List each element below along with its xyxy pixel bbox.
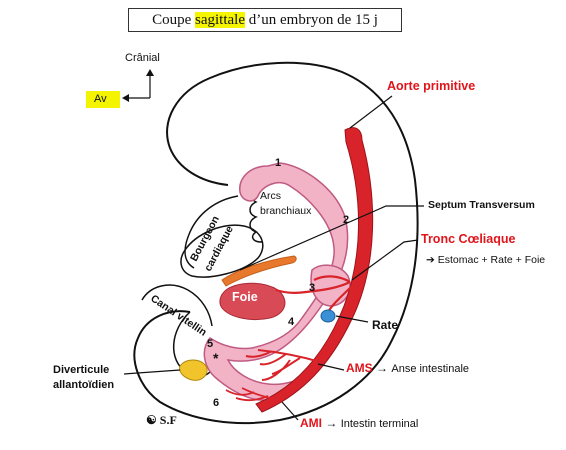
septum-transversum bbox=[221, 255, 297, 287]
number-1: 1 bbox=[275, 157, 282, 169]
dorsal-line bbox=[184, 195, 239, 269]
diverticule-label: Diverticule bbox=[53, 364, 110, 376]
septum-label: Septum Transversum bbox=[428, 199, 535, 211]
ams-arrow: → bbox=[376, 361, 389, 375]
foie-label: Foie bbox=[232, 290, 258, 304]
allantoic-diverticulum bbox=[179, 359, 208, 381]
number-3: 3 bbox=[309, 282, 316, 294]
arcs-label: Arcs bbox=[260, 190, 281, 202]
signature: ☯ S.F bbox=[146, 413, 177, 428]
spleen bbox=[320, 309, 336, 323]
embryo-outline bbox=[133, 61, 419, 425]
cranial-label: Crânial bbox=[125, 52, 160, 64]
sma-leader bbox=[317, 363, 345, 371]
anterior-label: Av bbox=[86, 91, 120, 108]
diagram-title: Coupe sagittale d’un embryon de 15 j bbox=[128, 8, 402, 32]
coeliac-leader bbox=[351, 239, 419, 281]
title-suffix: d’un embryon de 15 j bbox=[245, 12, 378, 28]
ami-target: Intestin terminal bbox=[340, 418, 419, 430]
signature-icon: ☯ bbox=[146, 413, 157, 427]
anterior-arrowhead bbox=[122, 94, 129, 102]
aorta bbox=[255, 127, 374, 413]
number-4: 4 bbox=[288, 316, 295, 328]
septum-leader bbox=[239, 205, 424, 271]
asterisk-mark: * bbox=[213, 350, 219, 366]
superior-mesenteric-artery-branches bbox=[245, 349, 321, 381]
title-prefix: Coupe bbox=[152, 12, 196, 28]
number-2: 2 bbox=[343, 214, 350, 226]
tronc-targets: ➔ Estomac + Rate + Foie bbox=[426, 254, 545, 266]
inferior-mesenteric-artery-branches bbox=[225, 387, 281, 402]
ams-line: AMS → Anse intestinale bbox=[346, 361, 469, 375]
tronc-targets-text: Estomac + Rate + Foie bbox=[437, 254, 546, 266]
number-6: 6 bbox=[213, 397, 220, 409]
ami-arrow: → bbox=[325, 416, 338, 430]
signature-text: S.F bbox=[159, 413, 177, 427]
diverticule-leader bbox=[123, 369, 181, 375]
aorte-label: Aorte primitive bbox=[387, 79, 476, 93]
ams-label: AMS bbox=[346, 361, 373, 375]
ams-target: Anse intestinale bbox=[391, 363, 470, 375]
tronc-label: Tronc Cœliaque bbox=[421, 232, 516, 246]
aorta-leader bbox=[349, 95, 393, 129]
branchiaux-label: branchiaux bbox=[260, 205, 312, 217]
liver bbox=[219, 282, 286, 321]
spleen-leader bbox=[335, 315, 369, 323]
cranial-arrowhead bbox=[146, 69, 154, 76]
tronc-arrow: ➔ bbox=[426, 254, 435, 266]
ami-line: AMI → Intestin terminal bbox=[300, 416, 418, 430]
gut-tube bbox=[203, 162, 349, 401]
coeliac-trunk-branches bbox=[275, 275, 353, 317]
title-highlight: sagittale bbox=[195, 12, 245, 28]
number-5: 5 bbox=[207, 338, 214, 350]
cardiac-bud-outline bbox=[180, 224, 264, 278]
yolk-sac-stalk bbox=[141, 284, 213, 327]
ami-leader bbox=[281, 401, 299, 421]
allantoidien-label: allantoïdien bbox=[53, 379, 115, 391]
rate-label: Rate bbox=[372, 318, 399, 332]
ami-label: AMI bbox=[300, 416, 322, 430]
